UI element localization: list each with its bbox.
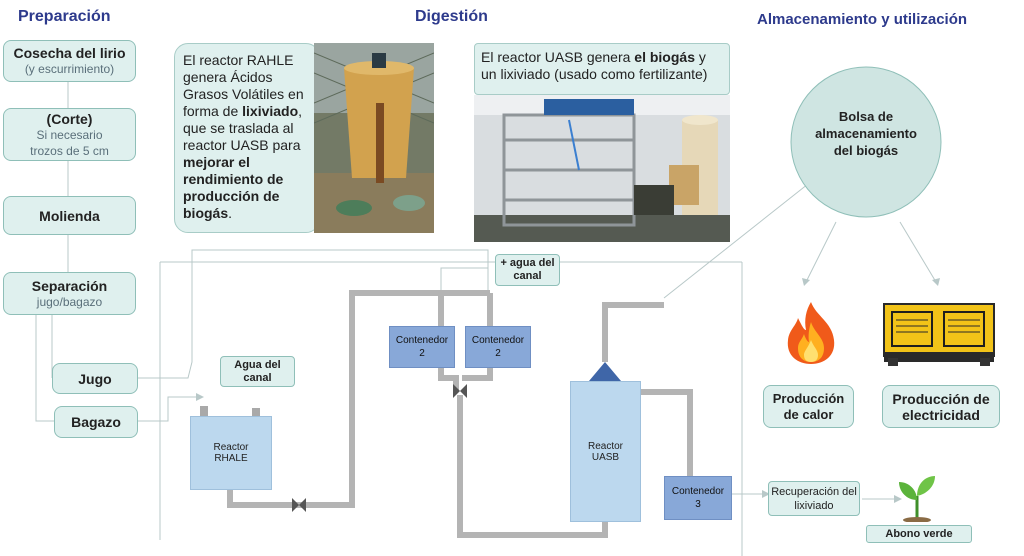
photo-reactor-uasb [474, 95, 730, 242]
contenedor-2-a-line2: 2 [419, 348, 425, 359]
callout-rahle: El reactor RAHLE genera Ácidos Grasos Vo… [174, 43, 320, 233]
produccion-calor: Producción de calor [763, 385, 854, 428]
reactor-rahle-line2: RHALE [214, 453, 248, 464]
step-corte-sub1: Si necesario [36, 127, 103, 142]
abono-verde: Abono verde [866, 525, 972, 543]
reactor-rahle-line1: Reactor [213, 442, 249, 453]
callout-rahle-text-1: El reactor RAHLE genera Ácidos Grasos Vo… [183, 52, 304, 119]
section-title-preparacion: Preparación [18, 8, 111, 25]
callout-rahle-text-3: . [228, 205, 233, 221]
reactor-uasb: Reactor UASB [570, 381, 641, 522]
produccion-electricidad: Producción de electricidad [882, 385, 1000, 428]
label-agua-canal-top: + agua del canal [495, 254, 560, 286]
section-title-digestion: Digestión [415, 8, 488, 25]
step-separacion-title: Separación [31, 277, 108, 294]
step-corte: (Corte) Si necesario trozos de 5 cm [3, 108, 136, 161]
callout-rahle-bold-1: lixiviado [242, 103, 299, 119]
triangle-top-icon [589, 362, 621, 381]
step-cosecha-title: Cosecha del lirio [13, 45, 126, 61]
step-separacion-sub: jugo/bagazo [36, 294, 103, 309]
photo-reactor-rahle [314, 43, 434, 233]
callout-rahle-text-2: , que se traslada al reactor UASB para [183, 103, 303, 153]
contenedor-2-b: Contenedor 2 [465, 326, 531, 368]
contenedor-2-b-line1: Contenedor [471, 335, 525, 346]
bolsa-biogas-label: Bolsa de almacenamiento del biogás [815, 109, 917, 158]
step-jugo-title: Jugo [78, 370, 112, 387]
sprout-icon [899, 476, 935, 522]
step-molienda: Molienda [3, 196, 136, 235]
contenedor-2-b-line2: 2 [495, 348, 501, 359]
recuperacion-lixiviado: Recuperación del lixiviado [768, 481, 860, 516]
callout-uasb-bold-1: el biogás [634, 49, 695, 65]
step-bagazo-title: Bagazo [71, 414, 121, 430]
step-cosecha: Cosecha del lirio (y escurrimiento) [3, 40, 136, 82]
reactor-uasb-line2: UASB [591, 451, 620, 463]
step-corte-sub2: trozos de 5 cm [30, 143, 109, 158]
reactor-rahle: Reactor RHALE [190, 416, 272, 490]
step-corte-title: (Corte) [46, 110, 93, 127]
contenedor-2-a: Contenedor 2 [389, 326, 455, 368]
contenedor-3-line1: Contenedor [671, 486, 725, 497]
section-title-almacenamiento: Almacenamiento y utilización [757, 11, 968, 28]
generator-icon [883, 303, 995, 366]
callout-uasb-text-1: El reactor UASB genera [481, 49, 635, 65]
reactor-uasb-line1: Reactor [587, 440, 623, 452]
valve-icon [292, 384, 467, 512]
fire-icon [787, 302, 835, 364]
step-separacion: Separación jugo/bagazo [3, 272, 136, 315]
label-agua-canal-left: Agua del canal [220, 356, 295, 387]
callout-uasb-text-2: y un lixiviado (usado como fertilizante) [481, 49, 708, 82]
step-cosecha-sub: (y escurrimiento) [24, 62, 115, 76]
callout-rahle-bold-2: mejorar el rendimiento de producción de … [183, 154, 284, 221]
step-bagazo: Bagazo [54, 406, 138, 438]
contenedor-3: Contenedor 3 [664, 476, 732, 520]
step-jugo: Jugo [52, 363, 138, 394]
contenedor-3-line2: 3 [695, 499, 701, 510]
step-molienda-title: Molienda [39, 207, 100, 224]
callout-uasb: El reactor UASB genera el biogás y un li… [474, 43, 730, 95]
contenedor-2-a-line1: Contenedor [395, 335, 449, 346]
